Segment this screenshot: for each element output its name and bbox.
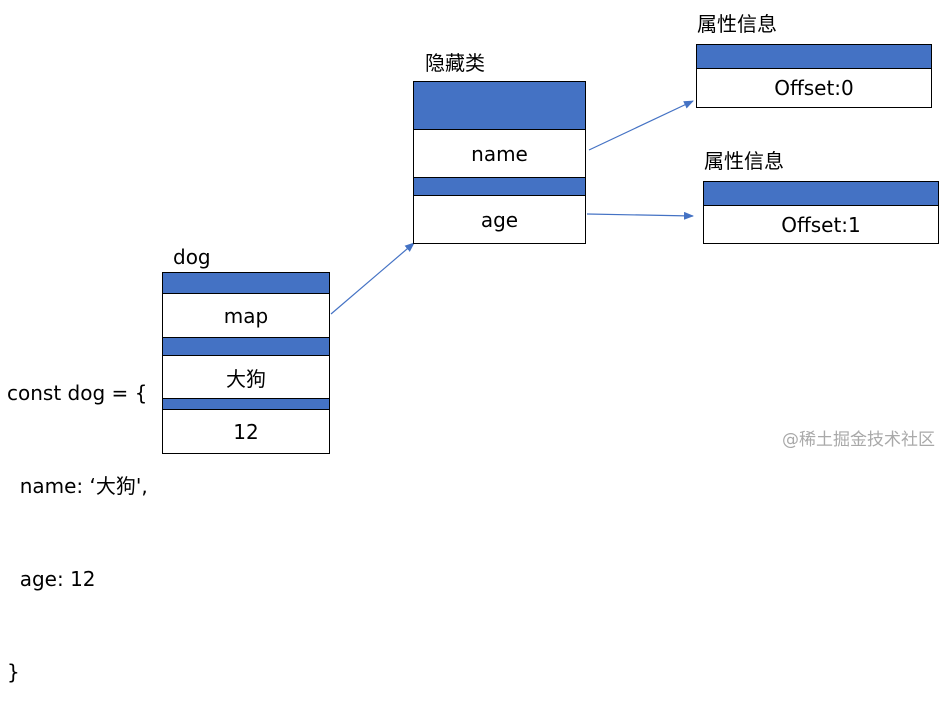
hidden-class-title: 隐藏类 [425,51,485,75]
property-info-bottom-offset-cell: Offset:1 [703,205,939,244]
dog-object-name-value-cell: 大狗 [162,355,330,399]
dog-object-header-bar [162,272,330,294]
property-info-top-title: 属性信息 [697,12,777,36]
property-info-bottom-header-bar [703,181,939,206]
code-snippet: const dog = { name: ‘大狗', age: 12 } [7,316,148,719]
dog-object-age-value-cell: 12 [162,409,330,454]
code-line: } [7,660,20,684]
dog-object-map-cell: map [162,293,330,338]
dog-object-title: dog [173,245,211,269]
hidden-class-header-bar [413,81,586,130]
code-line: const dog = { [7,381,148,405]
dog-object-separator-bar-1 [162,337,330,356]
property-info-bottom-title: 属性信息 [704,149,784,173]
hidden-class-separator-bar [413,177,586,196]
hidden-class-name-cell: name [413,129,586,178]
arrow-age-to-offset-1 [586,211,694,220]
property-info-top-header-bar [696,44,932,69]
hidden-class-age-cell: age [413,195,586,244]
code-line: age: 12 [7,567,96,591]
arrows-layer [330,100,694,315]
arrow-name-to-offset-0 [588,100,694,151]
watermark: @稀土掘金技术社区 [782,430,935,450]
code-line: name: ‘大狗', [7,474,148,498]
arrow-map-to-hidden-class [330,242,415,315]
property-info-top-offset-cell: Offset:0 [696,68,932,108]
